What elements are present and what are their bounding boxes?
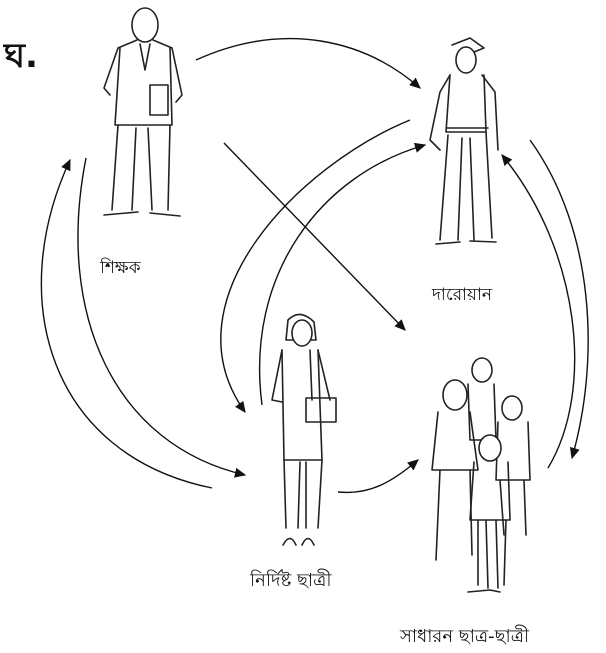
arrow-target-student-to-teacher <box>41 160 212 488</box>
guard-figure <box>430 38 498 244</box>
diagram-corner-mark: ঘ. <box>4 30 38 87</box>
general-students-figure <box>432 358 530 592</box>
general-students-label: সাধারন ছাত্র-ছাত্রী <box>400 622 529 653</box>
target-student-figure <box>272 314 336 545</box>
arrow-teacher-to-target-student <box>78 158 245 475</box>
arrow-guard-to-general-students <box>530 140 588 458</box>
teacher-figure <box>104 8 182 216</box>
arrow-target-student-to-general-students <box>338 460 418 492</box>
arrow-guard-to-target-student <box>221 120 410 412</box>
target-student-label: নির্দিষ্ট ছাত্রী <box>250 566 332 597</box>
teacher-label: শিক্ষক <box>100 255 141 283</box>
arrow-target-student-to-guard <box>260 145 425 405</box>
arrow-teacher-to-guard <box>196 39 420 88</box>
guard-label: দারোয়ান <box>432 282 492 310</box>
arrow-teacher-to-general-students <box>224 143 405 330</box>
